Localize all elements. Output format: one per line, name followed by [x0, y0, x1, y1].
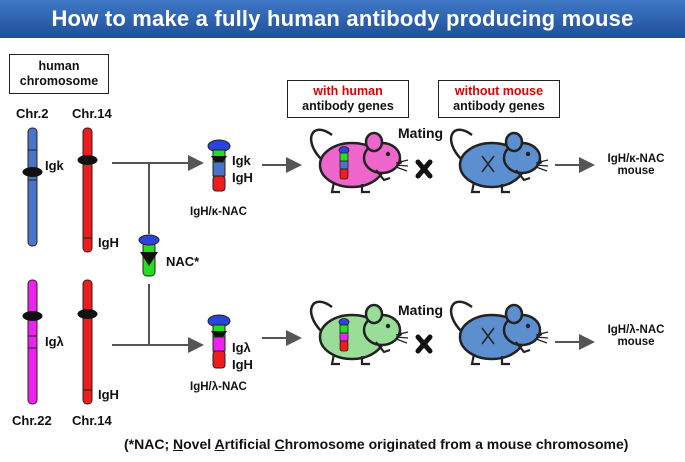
result-bottom-line2: mouse	[617, 336, 655, 348]
with-human-line1: with human	[313, 84, 383, 98]
label-nac: NAC*	[166, 254, 200, 269]
label-igk: Igk	[45, 158, 64, 173]
construct-bottom-name: IgH/λ-NAC	[190, 381, 247, 393]
label-igh-bottom: IgH	[98, 387, 119, 402]
construct-top-name: IgH/κ-NAC	[190, 206, 247, 218]
chromosome-14-top	[77, 127, 98, 253]
construct-bottom-gene1: Igλ	[232, 340, 251, 355]
page-title: How to make a fully human antibody produ…	[51, 6, 634, 31]
chromosome-22	[22, 279, 43, 405]
footnote-c: C	[274, 436, 285, 452]
footnote-n: N	[173, 436, 184, 452]
result-top-line1: IgH/κ-NAC	[607, 153, 665, 165]
footnote-a: A	[214, 436, 225, 452]
result-top: IgH/κ-NAC mouse	[600, 153, 672, 177]
footnote: (*NAC; Novel Artificial Chromosome origi…	[124, 436, 628, 452]
footnote-prefix: (*NAC;	[124, 436, 173, 452]
construct-bottom-gene2: IgH	[232, 357, 253, 372]
cross-mark-bottom	[415, 334, 433, 354]
cross-mark-top	[415, 159, 433, 179]
label-iglambda: Igλ	[45, 334, 64, 349]
mating-label-bottom: Mating	[398, 302, 444, 318]
mouse-blue-without-mouse-genes-bottom	[449, 300, 550, 366]
label-chr2: Chr.2	[16, 106, 49, 121]
footnote-ovel: ovel	[183, 436, 215, 452]
mouse-pink-human-genes	[309, 128, 410, 194]
human-chromosome-line1: human	[38, 59, 80, 73]
label-chr14-bottom: Chr.14	[72, 413, 112, 428]
title-banner: How to make a fully human antibody produ…	[0, 0, 685, 38]
construct-top-gene2: IgH	[232, 170, 253, 185]
label-chr22: Chr.22	[12, 413, 52, 428]
human-chromosome-line2: chromosome	[19, 74, 99, 88]
mating-label-top: Mating	[398, 125, 444, 141]
label-igh-top: IgH	[98, 235, 119, 250]
label-chr14-top: Chr.14	[72, 106, 112, 121]
connector-lines	[112, 155, 595, 353]
construct-igh-lambda-nac	[207, 314, 231, 369]
construct-top-gene1: Igk	[232, 153, 251, 168]
mouse-blue-without-mouse-genes-top	[449, 128, 550, 194]
without-mouse-line2: antibody genes	[453, 99, 545, 113]
with-human-genes-box: with human antibody genes	[287, 80, 409, 118]
with-human-line2: antibody genes	[302, 99, 394, 113]
mouse-green-human-genes	[309, 300, 410, 366]
chromosome-2	[22, 127, 43, 247]
chromosome-14-bottom	[77, 279, 98, 405]
footnote-rtificial: rtificial	[224, 436, 275, 452]
construct-igh-kappa-nac	[207, 139, 231, 192]
footnote-hromosome: hromosome originated from a mouse chromo…	[284, 436, 629, 452]
result-bottom: IgH/λ-NAC mouse	[600, 324, 672, 348]
without-mouse-genes-box: without mouse antibody genes	[438, 80, 560, 118]
without-mouse-line1: without mouse	[454, 84, 544, 98]
result-bottom-line1: IgH/λ-NAC	[607, 324, 665, 336]
result-top-line2: mouse	[617, 165, 655, 177]
nac-chromosome	[138, 234, 160, 277]
human-chromosome-box: human chromosome	[9, 54, 109, 94]
